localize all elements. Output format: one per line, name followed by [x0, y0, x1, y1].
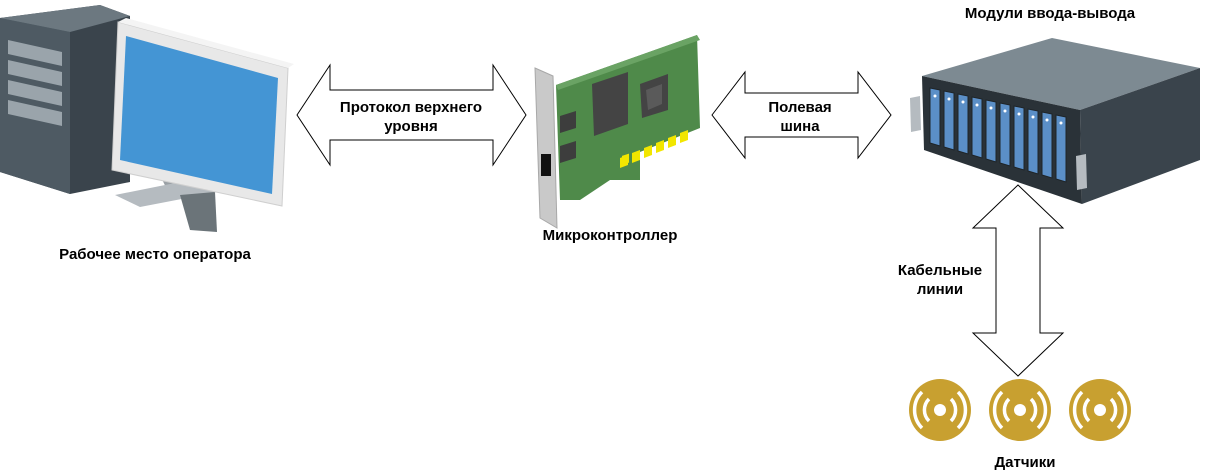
- computer-icon: [0, 5, 294, 232]
- workstation-label: Рабочее место оператора: [59, 246, 251, 263]
- sensor-icon: [1069, 379, 1131, 441]
- microcontroller-label: Микроконтроллер: [543, 227, 678, 244]
- io-modules-label: Модули ввода-вывода: [965, 5, 1136, 22]
- pcb-card-icon: [534, 35, 700, 229]
- sensor-icon: [909, 379, 971, 441]
- upper-protocol-label-line1: Протокол верхнего: [340, 99, 482, 116]
- cable-lines-label-line1: Кабельные: [898, 262, 982, 279]
- cable-lines-arrow: [971, 184, 1065, 377]
- server-rack-icon: [910, 38, 1200, 204]
- fieldbus-label-line2: шина: [780, 118, 820, 135]
- fieldbus-label-line1: Полевая: [768, 99, 831, 116]
- sensor-icon: [989, 379, 1051, 441]
- cable-lines-label-line2: линии: [917, 281, 963, 298]
- upper-protocol-label-line2: уровня: [384, 118, 438, 135]
- fieldbus-arrow: [711, 70, 892, 160]
- upper-protocol-arrow: [296, 63, 527, 167]
- sensors-label: Датчики: [994, 454, 1055, 471]
